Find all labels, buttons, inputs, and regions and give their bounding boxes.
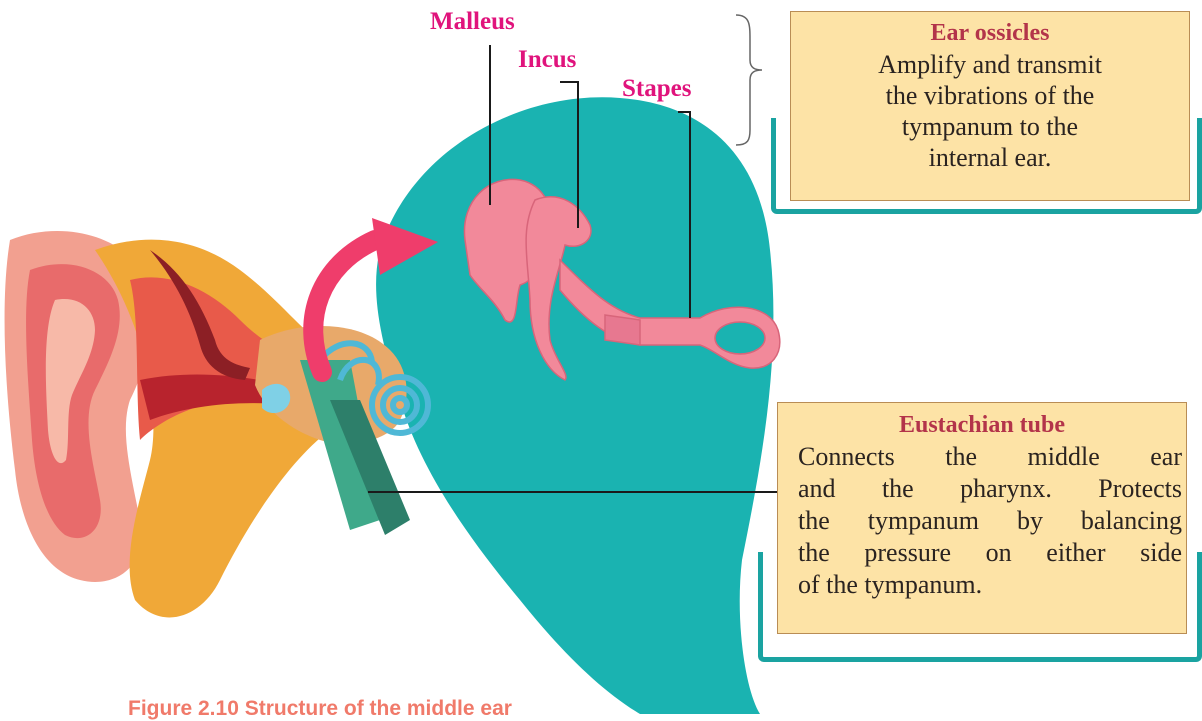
eustachian-line-2: and the pharynx. Protects bbox=[778, 473, 1186, 505]
ear-ossicles-line-3: tympanum to the bbox=[791, 111, 1189, 142]
ear-ossicles-line-4: internal ear. bbox=[791, 142, 1189, 173]
malleus-label: Malleus bbox=[430, 8, 515, 36]
eustachian-line-5: of the tympanum. bbox=[778, 569, 1186, 601]
eustachian-tube-title: Eustachian tube bbox=[778, 409, 1186, 441]
magnified-view-shape bbox=[376, 97, 773, 714]
eustachian-tube-box: Eustachian tube Connects the middle ear … bbox=[777, 402, 1187, 634]
eustachian-line-1: Connects the middle ear bbox=[778, 441, 1186, 473]
outer-ear-illustration bbox=[5, 231, 428, 617]
ear-ossicles-box: Ear ossicles Amplify and transmit the vi… bbox=[790, 11, 1190, 201]
ear-ossicles-line-1: Amplify and transmit bbox=[791, 49, 1189, 80]
figure-caption: Figure 2.10 Structure of the middle ear bbox=[128, 697, 512, 721]
ear-ossicles-line-2: the vibrations of the bbox=[791, 80, 1189, 111]
eustachian-line-3: the tympanum by balancing bbox=[778, 505, 1186, 537]
incus-label: Incus bbox=[518, 46, 576, 74]
stapes-label: Stapes bbox=[622, 75, 691, 103]
ear-ossicles-title: Ear ossicles bbox=[791, 18, 1189, 49]
eustachian-line-4: the pressure on either side bbox=[778, 537, 1186, 569]
ossicles-brace bbox=[736, 15, 762, 145]
